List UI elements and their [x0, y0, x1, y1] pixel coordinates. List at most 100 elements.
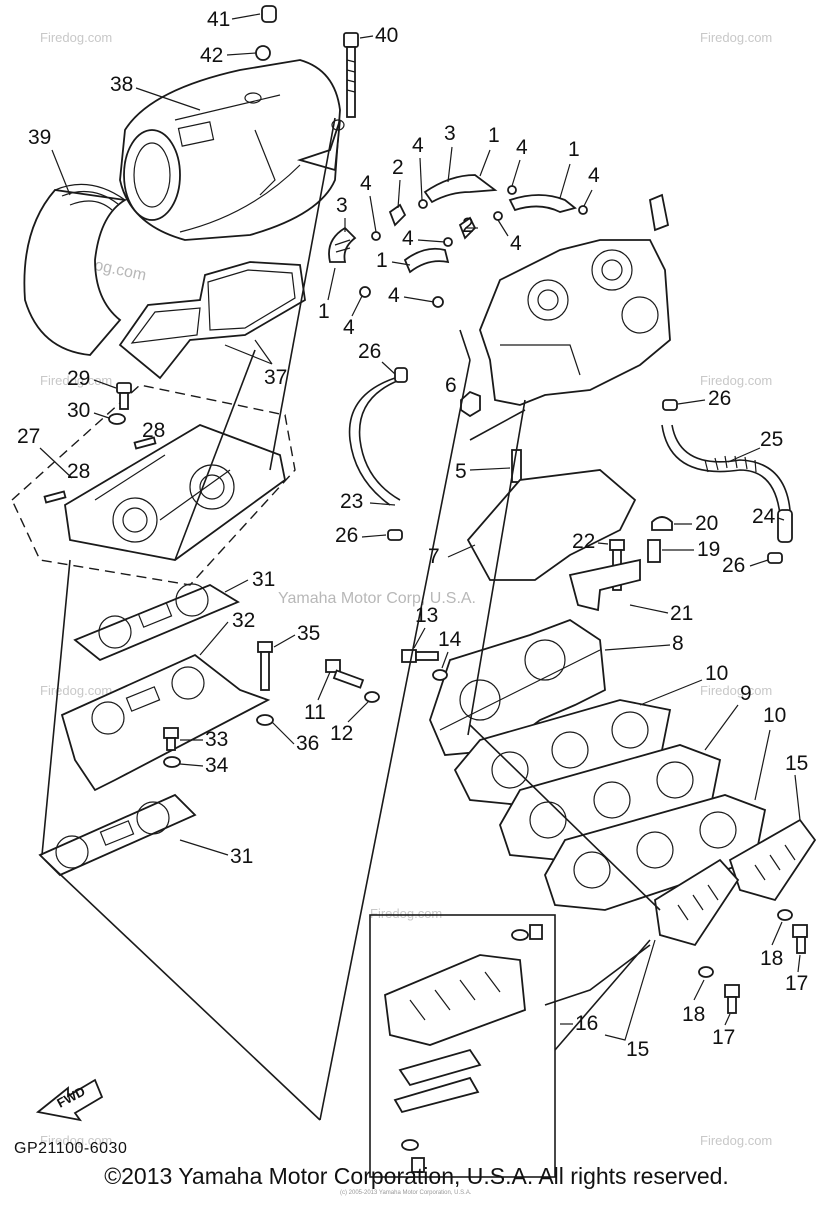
part-17-bolt [724, 984, 740, 998]
callout-1: 1 [376, 249, 388, 272]
callout-37: 37 [264, 366, 287, 389]
callout-30: 30 [67, 399, 90, 422]
callout-3: 3 [336, 194, 348, 217]
callout-2: 2 [392, 156, 404, 179]
part-24-fitting [777, 509, 793, 543]
callout-18: 18 [682, 1003, 705, 1026]
part-10-gasket-a [453, 699, 672, 806]
callout-41: 41 [207, 8, 230, 31]
part-35-bolt [257, 641, 273, 653]
callout-10: 10 [705, 662, 728, 685]
callout-4: 4 [360, 172, 372, 195]
callout-11: 11 [304, 701, 326, 724]
callout-28: 28 [142, 419, 165, 442]
callout-31: 31 [230, 845, 253, 868]
hoses-top [328, 174, 588, 308]
callout-15: 15 [626, 1038, 649, 1061]
part-34-washer [163, 756, 181, 768]
part-17-bolt-shank [727, 996, 737, 1014]
part-33-bolt [163, 727, 179, 739]
part-23-hose [358, 377, 406, 501]
callout-39: 39 [28, 126, 51, 149]
callout-1: 1 [568, 138, 580, 161]
callout-26: 26 [358, 340, 381, 363]
callout-32: 32 [232, 609, 255, 632]
diagram-code: GP21100-6030 [14, 1140, 128, 1157]
part-26-clamp [394, 367, 408, 383]
callout-2: 2 [462, 214, 474, 237]
callout-31: 31 [252, 568, 275, 591]
callout-29: 29 [67, 367, 90, 390]
callout-26: 26 [335, 524, 358, 547]
copyright-notice: ©2013 Yamaha Motor Corporation, U.S.A. A… [104, 1163, 729, 1189]
part-15-reed-valve-right [728, 818, 817, 902]
part-12-washer [364, 691, 380, 703]
callout-17: 17 [712, 1026, 735, 1049]
part-7-gasket [466, 469, 637, 581]
part-10-gasket-b [544, 794, 767, 911]
callout-13: 13 [415, 604, 438, 627]
callout-1: 1 [318, 300, 330, 323]
part-42-grommet [255, 45, 271, 61]
part-40-bolt [343, 32, 359, 118]
callout-19: 19 [697, 538, 720, 561]
part-36-washer [256, 714, 274, 726]
part-9-gasket [499, 744, 722, 861]
part-22-bolt [609, 539, 625, 551]
callout-4: 4 [388, 284, 400, 307]
part-18-washer [777, 909, 793, 921]
callout-42: 42 [200, 44, 223, 67]
watermark-center: Yamaha Motor Corp, U.S.A. [278, 590, 476, 607]
part-20-cap [651, 516, 673, 531]
watermark-site: Firedog.com [370, 906, 442, 921]
callout-35: 35 [297, 622, 320, 645]
part-26-clamp [767, 552, 783, 564]
part-31-gasket-lower [38, 793, 197, 877]
callout-1: 1 [488, 124, 500, 147]
callout-4: 4 [510, 232, 522, 255]
part-29-bolt-shank [119, 392, 129, 410]
part-26-clamp [387, 529, 403, 541]
watermark-small: (c) 2005-2013 Yamaha Motor Corporation, … [340, 1190, 472, 1196]
callout-5: 5 [455, 460, 467, 483]
throttle-body [479, 193, 671, 406]
callouts: 41 42 40 38 39 3 1 4 4 1 4 2 3 4 2 4 4 1 [17, 8, 808, 1061]
part-21-bracket [568, 558, 641, 612]
fwd-arrow-icon: FWD [35, 1078, 104, 1122]
part-39-intake-duct [23, 183, 128, 356]
part-29-bolt [116, 382, 132, 394]
callout-14: 14 [438, 628, 462, 651]
watermark-site: Firedog.com [40, 683, 112, 698]
part-13-bolt-shank [415, 651, 439, 661]
callout-12: 12 [330, 722, 353, 745]
part-17-bolt [792, 924, 808, 938]
callout-17: 17 [785, 972, 808, 995]
callout-8: 8 [672, 632, 684, 655]
callout-7: 7 [428, 545, 440, 568]
callout-18: 18 [760, 947, 783, 970]
part-27-head-cover [11, 384, 296, 586]
part-19-sensor [647, 539, 661, 563]
part-11-bolt-shank [332, 669, 365, 689]
callout-34: 34 [205, 754, 229, 777]
part-33-bolt-shank [166, 737, 176, 751]
callout-4: 4 [588, 164, 600, 187]
part-38-silencer [119, 59, 345, 241]
callout-26: 26 [708, 387, 731, 410]
watermark-site: Firedog.com [700, 373, 772, 388]
callout-4: 4 [412, 134, 424, 157]
callout-4: 4 [343, 316, 355, 339]
part-6-nut [460, 390, 481, 418]
callout-15: 15 [785, 752, 808, 775]
callout-3: 3 [444, 122, 456, 145]
part-26-clamp [662, 399, 678, 411]
callout-20: 20 [695, 512, 718, 535]
part-18-washer [698, 966, 714, 978]
callout-40: 40 [375, 24, 398, 47]
part-41-cap [261, 5, 277, 23]
part-32-gasket [60, 653, 271, 792]
callout-4: 4 [516, 136, 528, 159]
watermark-site: Firedog.com [700, 1133, 772, 1148]
watermark-site: Firedog.com [700, 30, 772, 45]
